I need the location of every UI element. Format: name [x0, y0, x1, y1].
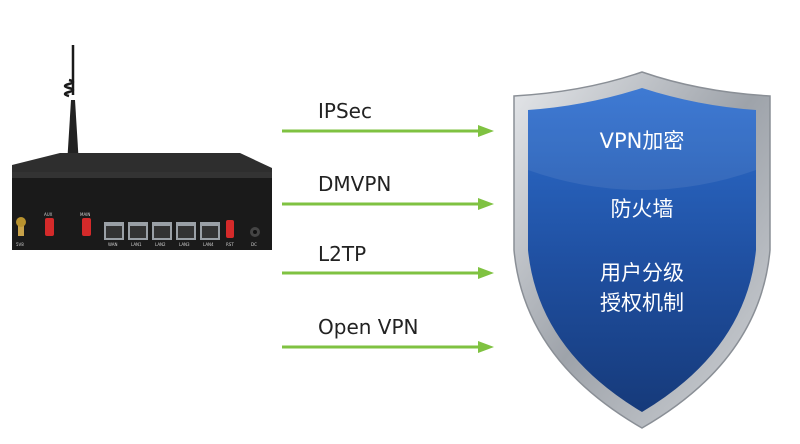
antenna-connectors — [16, 217, 260, 238]
port-label: DC — [251, 242, 257, 247]
port-label: LAN2 — [155, 242, 166, 247]
shield-line-firewall: 防火墙 — [610, 197, 674, 221]
protocol-label-dmvpn: DMVPN — [318, 172, 392, 196]
ethernet-ports — [104, 222, 220, 240]
shield-line-authorization: 授权机制 — [600, 291, 684, 315]
port-label: LAN1 — [131, 242, 142, 247]
shield-inner — [528, 88, 756, 412]
port-label: WAN — [108, 242, 117, 247]
port-labels: 5V8 AUX MAIN WAN LAN1 LAN2 LAN3 LAN4 RST… — [16, 212, 257, 247]
protocol-label-ipsec: IPSec — [318, 99, 372, 123]
port-label: RST — [226, 242, 234, 247]
port-label: AUX — [44, 212, 53, 217]
shield-line-vpn-encryption: VPN加密 — [599, 129, 685, 153]
shield-line-user-levels: 用户分级 — [600, 261, 684, 285]
arrow-ipsec — [282, 125, 494, 137]
protocol-label-openvpn: Open VPN — [318, 315, 419, 339]
arrow-openvpn — [282, 341, 494, 353]
arrow-dmvpn — [282, 198, 494, 210]
arrow-l2tp — [282, 267, 494, 279]
port-label: LAN3 — [179, 242, 190, 247]
port-label: LAN4 — [203, 242, 214, 247]
port-label: 5V8 — [16, 242, 24, 247]
port-label: MAIN — [80, 212, 90, 217]
protocol-label-l2tp: L2TP — [318, 242, 367, 266]
